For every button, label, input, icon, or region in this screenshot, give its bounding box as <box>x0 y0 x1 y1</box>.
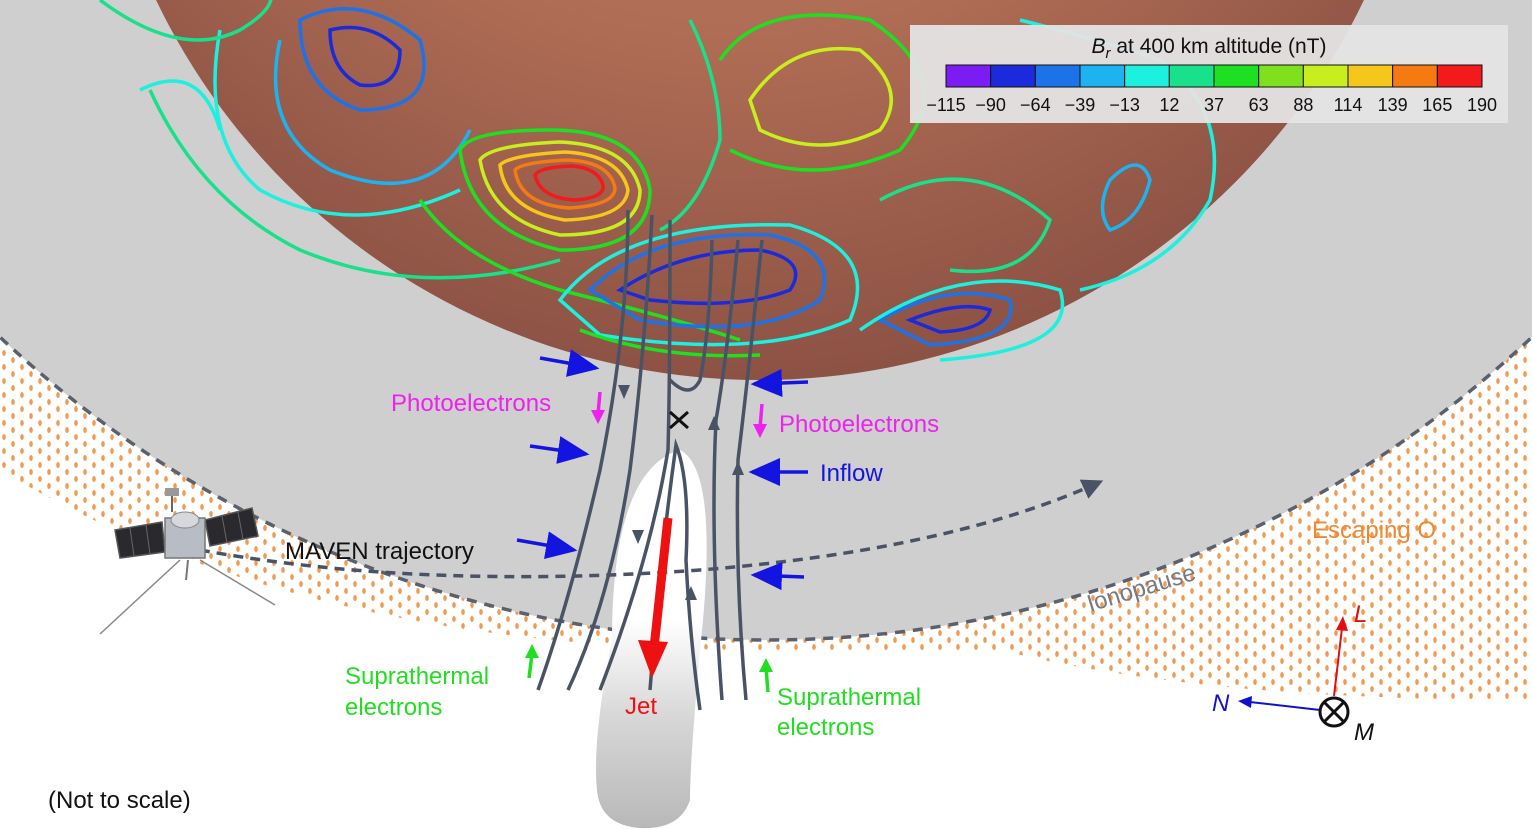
escaping-ions-region <box>0 330 1532 700</box>
colorbar-swatch <box>1347 64 1394 88</box>
maven-spacecraft-icon <box>99 488 276 635</box>
colorbar-swatch <box>1034 64 1081 88</box>
maven-trajectory-path <box>199 479 1104 579</box>
colorbar-swatch <box>990 64 1036 88</box>
colorbar-tick-label: −13 <box>1109 95 1140 115</box>
jet-arrow <box>638 517 673 678</box>
x-line-icon <box>669 410 689 430</box>
escaping-ions-label: Escaping O <box>1312 517 1436 544</box>
colorbar-title-main: B <box>1092 35 1106 58</box>
not-to-scale-note: (Not to scale) <box>48 787 191 814</box>
photoelectron-arrows <box>591 391 767 438</box>
axis-l-label: L <box>1354 601 1367 628</box>
colorbar-tick-label: 190 <box>1467 95 1497 115</box>
colorbar-tick-label: 12 <box>1159 95 1179 115</box>
suprathermal-left-label-line1: Suprathermal <box>345 663 489 690</box>
colorbar-tick-label: 165 <box>1422 95 1452 115</box>
colorbar-swatch <box>1258 64 1304 88</box>
axis-n-label: N <box>1212 690 1230 717</box>
colorbar-swatch <box>1079 64 1126 88</box>
colorbar-title: Br at 400 km altitude (nT) <box>1092 35 1327 62</box>
colorbar-swatch <box>1213 64 1260 88</box>
field-line-arrows <box>618 385 744 600</box>
inflow-label: Inflow <box>820 460 883 487</box>
colorbar-title-sub: r <box>1106 45 1112 62</box>
colorbar-title-rest: at 400 km altitude (nT) <box>1111 35 1327 58</box>
suprathermal-right-label-line1: Suprathermal <box>777 684 921 711</box>
lnm-axes <box>1238 616 1350 728</box>
suprathermal-right-label-line2: electrons <box>777 714 874 741</box>
colorbar-tick-label: −90 <box>975 95 1006 115</box>
colorbar-swatch <box>1124 64 1170 88</box>
colorbar-swatch <box>1302 64 1349 88</box>
jet-label: Jet <box>625 693 657 720</box>
colorbar-swatch <box>1436 64 1483 88</box>
photoelectrons-right-label: Photoelectrons <box>779 411 939 438</box>
axis-m-label: M <box>1354 719 1374 746</box>
svg-text:Br at 400 km altitude (nT): Br at 400 km altitude (nT) <box>1092 35 1327 62</box>
colorbar-tick-label: 114 <box>1334 95 1363 115</box>
maven-trajectory-label: MAVEN trajectory <box>285 538 474 565</box>
suprathermal-arrows <box>525 644 773 693</box>
colorbar-tick-label: 37 <box>1204 95 1224 115</box>
inflow-arrows <box>516 349 809 591</box>
photoelectrons-left-label: Photoelectrons <box>391 390 551 417</box>
colorbar-tick-label: 63 <box>1249 95 1269 115</box>
colorbar-tick-label: −39 <box>1065 95 1096 115</box>
colorbar-swatch <box>1168 64 1215 88</box>
colorbar-tick-label: −115 <box>926 95 965 115</box>
colorbar-swatch <box>1392 64 1438 88</box>
colorbar-ticks: −115 −90 −64 −39 −13 12 37 63 88 114 139 165 190 <box>926 95 1497 115</box>
colorbar-tick-label: 139 <box>1378 95 1408 115</box>
colorbar-swatch <box>945 64 992 88</box>
colorbar-tick-label: 88 <box>1293 95 1313 115</box>
suprathermal-left-label-line2: electrons <box>345 694 442 721</box>
colorbar-swatches <box>945 64 1483 88</box>
colorbar-tick-label: −64 <box>1020 95 1051 115</box>
